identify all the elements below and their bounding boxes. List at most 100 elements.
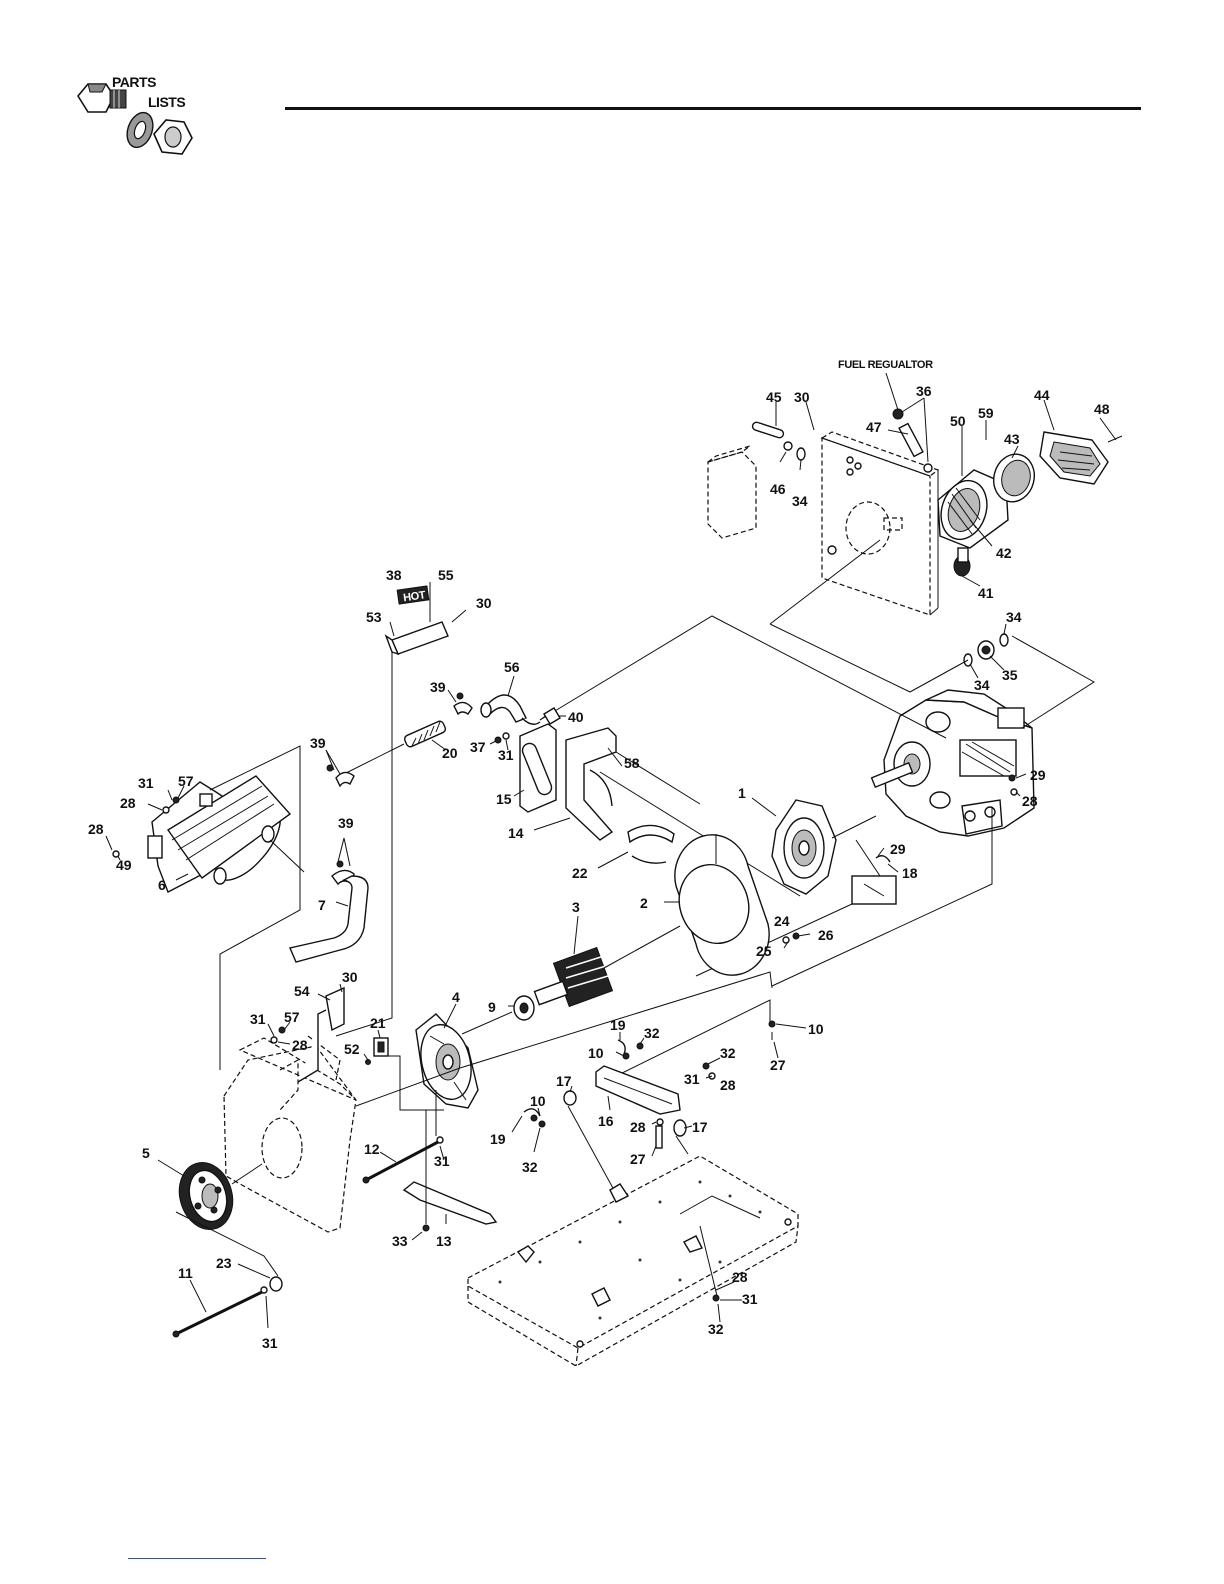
callout-44: 44: [1034, 387, 1050, 403]
callout-17: 17: [692, 1119, 708, 1135]
callout-46: 46: [770, 481, 786, 497]
callout-fuel-regulator: FUEL REGUALTOR: [838, 359, 933, 371]
callout-3: 3: [572, 899, 580, 915]
fan-5: [172, 1156, 241, 1236]
tailpipe-7: [290, 876, 368, 962]
bearing-carrier-4: [414, 1004, 479, 1108]
callout-24: 24: [774, 913, 790, 929]
callout-31: 31: [138, 775, 154, 791]
callout-4: 4: [452, 989, 460, 1005]
callout-10: 10: [530, 1093, 546, 1109]
mount-group-16: [512, 1021, 806, 1190]
callout-36: 36: [916, 383, 932, 399]
callout-47: 47: [866, 419, 882, 435]
callout-30: 30: [342, 969, 358, 985]
callout-38: 38: [386, 567, 402, 583]
callout-39: 39: [430, 679, 446, 695]
callout-30: 30: [476, 595, 492, 611]
callout-6: 6: [158, 877, 166, 893]
callout-34: 34: [1006, 609, 1022, 625]
callout-26: 26: [818, 927, 834, 943]
callout-55: 55: [438, 567, 454, 583]
callout-31: 31: [434, 1153, 450, 1169]
rear-panel-group: [708, 373, 1122, 692]
callout-31: 31: [498, 747, 514, 763]
callout-39: 39: [310, 735, 326, 751]
callout-53: 53: [366, 609, 382, 625]
callout-39: 39: [338, 815, 354, 831]
callout-15: 15: [496, 791, 512, 807]
callout-12: 12: [364, 1141, 380, 1157]
callout-22: 22: [572, 865, 588, 881]
callout-49: 49: [116, 857, 132, 873]
callout-33: 33: [392, 1233, 408, 1249]
callout-31: 31: [742, 1291, 758, 1307]
callout-28: 28: [720, 1077, 736, 1093]
callout-34: 34: [974, 677, 990, 693]
callout-57: 57: [284, 1009, 300, 1025]
callout-2: 2: [640, 895, 648, 911]
callout-5: 5: [142, 1145, 150, 1161]
callout-50: 50: [950, 413, 966, 429]
callout-32: 32: [644, 1025, 660, 1041]
callout-29: 29: [1030, 767, 1046, 783]
callout-43: 43: [1004, 431, 1020, 447]
callout-13: 13: [436, 1233, 452, 1249]
callout-35: 35: [1002, 667, 1018, 683]
callout-16: 16: [598, 1113, 614, 1129]
callout-19: 19: [610, 1017, 626, 1033]
front-shield-group: [158, 984, 356, 1337]
callout-32: 32: [708, 1321, 724, 1337]
callout-25: 25: [756, 943, 772, 959]
callout-28: 28: [88, 821, 104, 837]
callout-7: 7: [318, 897, 326, 913]
callout-34: 34: [792, 493, 808, 509]
callout-11: 11: [178, 1265, 193, 1281]
callout-21: 21: [370, 1015, 386, 1031]
callout-40: 40: [568, 709, 584, 725]
stator-2: [664, 834, 769, 975]
panel-group-14: [514, 724, 700, 868]
callout-57: 57: [178, 773, 194, 789]
callout-28: 28: [630, 1119, 646, 1135]
footer-link-underline[interactable]: [128, 1558, 266, 1559]
callout-10: 10: [808, 1021, 824, 1037]
callout-14: 14: [508, 825, 524, 841]
callout-42: 42: [996, 545, 1012, 561]
base-frame: [468, 1156, 798, 1366]
callout-27: 27: [770, 1057, 786, 1073]
callout-41: 41: [978, 585, 994, 601]
callout-31: 31: [684, 1071, 700, 1087]
callout-32: 32: [522, 1159, 538, 1175]
callout-52: 52: [344, 1041, 360, 1057]
callout-48: 48: [1094, 401, 1110, 417]
callout-28: 28: [1022, 793, 1038, 809]
callout-32: 32: [720, 1045, 736, 1061]
callout-10: 10: [588, 1045, 604, 1061]
callout-19: 19: [490, 1131, 506, 1147]
callout-23: 23: [216, 1255, 232, 1271]
callout-28: 28: [120, 795, 136, 811]
hot-decal: HOT: [403, 589, 427, 604]
callout-28: 28: [732, 1269, 748, 1285]
rotor-3: [535, 916, 680, 1006]
callout-20: 20: [442, 745, 458, 761]
callout-31: 31: [262, 1335, 278, 1351]
callout-9: 9: [488, 999, 496, 1015]
callout-59: 59: [978, 405, 994, 421]
callout-1: 1: [738, 785, 746, 801]
rod-45: [752, 421, 785, 438]
callout-29: 29: [890, 841, 906, 857]
callout-58: 58: [624, 755, 640, 771]
callout-27: 27: [630, 1151, 646, 1167]
frame-holes: [499, 1181, 762, 1320]
callout-18: 18: [902, 865, 918, 881]
callout-30: 30: [794, 389, 810, 405]
callout-31: 31: [250, 1011, 266, 1027]
callout-28: 28: [292, 1037, 308, 1053]
callout-56: 56: [504, 659, 520, 675]
callout-17: 17: [556, 1073, 572, 1089]
callout-45: 45: [766, 389, 782, 405]
callout-37: 37: [470, 739, 486, 755]
